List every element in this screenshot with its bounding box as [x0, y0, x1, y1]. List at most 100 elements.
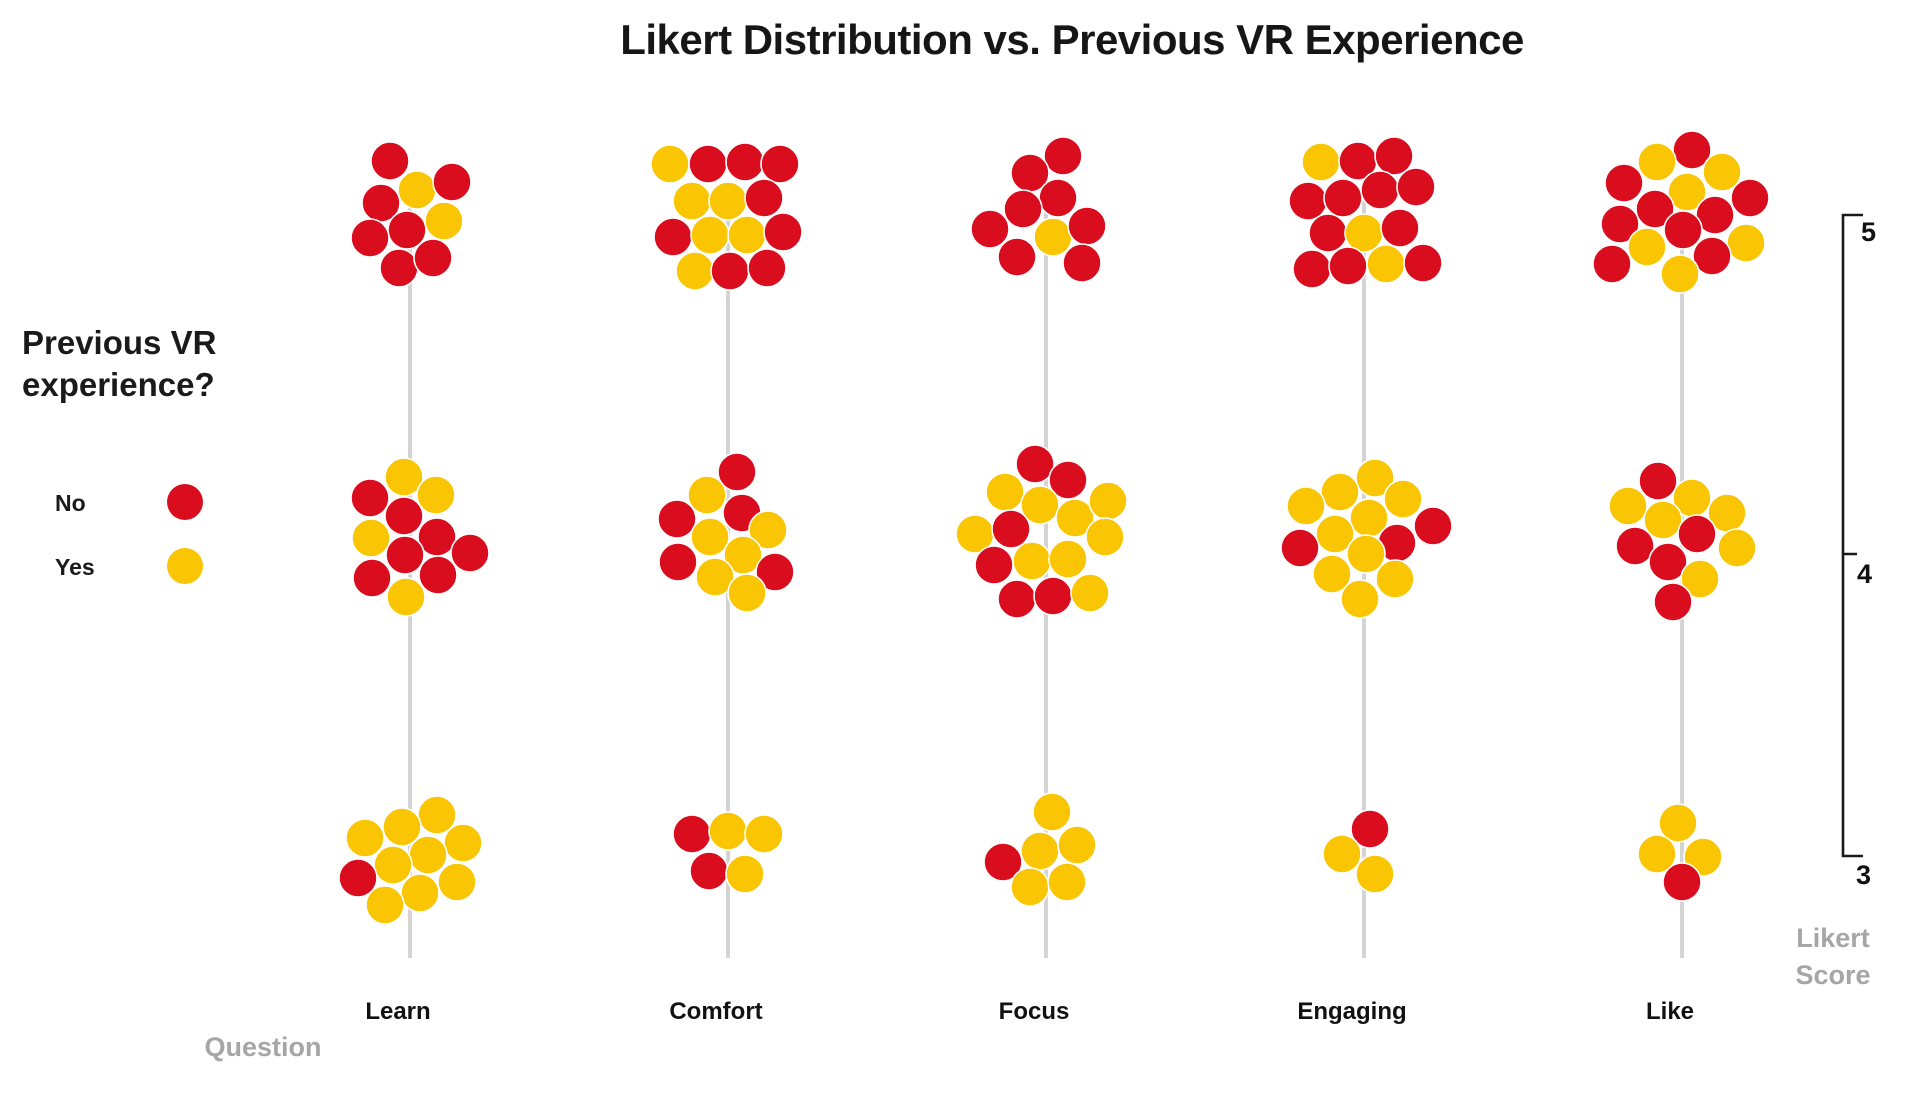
dot-yes	[1608, 486, 1648, 526]
dot-yes	[1627, 227, 1667, 267]
dot-yes	[985, 472, 1025, 512]
dot-no	[997, 579, 1037, 619]
y-axis-title-line1: Likert	[1796, 923, 1870, 953]
dot-yes	[1088, 481, 1128, 521]
dot-no	[991, 509, 1031, 549]
dot-yes	[1322, 834, 1362, 874]
dot-yes	[351, 518, 391, 558]
legend-item-label: Yes	[55, 554, 95, 580]
dot-no	[658, 542, 698, 582]
dot-no	[1635, 189, 1675, 229]
dot-no	[1648, 542, 1688, 582]
dot-yes	[1658, 803, 1698, 843]
dot-yes	[1070, 573, 1110, 613]
dot-no	[1730, 178, 1770, 218]
dot-yes	[1680, 559, 1720, 599]
y-tick-label-4: 4	[1857, 559, 1872, 589]
dot-yes	[1286, 486, 1326, 526]
dot-yes	[1301, 142, 1341, 182]
dot-yes	[1340, 579, 1380, 619]
dot-no	[1308, 213, 1348, 253]
dot-no	[1604, 163, 1644, 203]
dot-yes	[727, 215, 767, 255]
dot-no	[974, 545, 1014, 585]
dot-yes	[1643, 500, 1683, 540]
dot-no	[1638, 461, 1678, 501]
legend-swatch-no-dot	[167, 484, 203, 520]
dot-yes	[416, 475, 456, 515]
dot-no	[338, 858, 378, 898]
dot-no	[970, 209, 1010, 249]
dot-yes	[373, 845, 413, 885]
dot-no	[1662, 862, 1702, 902]
dot-yes	[382, 807, 422, 847]
legend-heading-line1: Previous VR	[22, 324, 217, 361]
dot-no	[710, 251, 750, 291]
dot-no	[997, 237, 1037, 277]
dot-yes	[1637, 142, 1677, 182]
page-title: Likert Distribution vs. Previous VR Expe…	[620, 16, 1524, 63]
dot-yes	[1055, 498, 1095, 538]
dot-yes	[1085, 517, 1125, 557]
dot-no	[1033, 576, 1073, 616]
dot-no	[1062, 243, 1102, 283]
dot-no	[1692, 236, 1732, 276]
dot-no	[1048, 460, 1088, 500]
dot-yes	[1020, 831, 1060, 871]
legend-item-yes: Yes	[55, 546, 235, 586]
dot-yes	[384, 457, 424, 497]
dot-no	[379, 248, 419, 288]
dot-no	[350, 218, 390, 258]
question-label-focus: Focus	[998, 998, 1070, 1025]
dot-yes	[1315, 514, 1355, 554]
dot-no	[1380, 208, 1420, 248]
dot-yes	[1637, 834, 1677, 874]
dot-no	[1323, 178, 1363, 218]
dot-no	[653, 217, 693, 257]
dot-yes	[708, 181, 748, 221]
dot-yes	[1012, 541, 1052, 581]
dot-yes	[1383, 479, 1423, 519]
question-label-like: Like	[1645, 998, 1695, 1025]
dot-no	[384, 496, 424, 536]
dot-no	[1592, 244, 1632, 284]
dot-yes	[400, 873, 440, 913]
legend-item-no: No	[55, 482, 235, 522]
dot-yes	[687, 475, 727, 515]
question-label-engaging: Engaging	[1297, 998, 1407, 1025]
dot-no	[672, 814, 712, 854]
dot-no	[1672, 130, 1712, 170]
dot-yes	[1702, 152, 1742, 192]
dot-no	[1043, 136, 1083, 176]
dot-no	[1413, 506, 1453, 546]
dot-yes	[1355, 458, 1395, 498]
dot-no	[370, 141, 410, 181]
legend-heading: Previous VR experience?	[22, 322, 216, 406]
dot-yes	[1320, 472, 1360, 512]
dot-no	[1403, 243, 1443, 283]
likert-axis-bracket	[1841, 213, 1863, 858]
dot-no	[1663, 210, 1703, 250]
dot-yes	[695, 557, 735, 597]
dot-yes	[690, 215, 730, 255]
dot-no	[1600, 204, 1640, 244]
dot-yes	[1033, 217, 1073, 257]
dot-yes	[386, 577, 426, 617]
dot-yes	[417, 795, 457, 835]
dot-yes	[1048, 539, 1088, 579]
dot-yes	[1726, 223, 1766, 263]
dot-no	[1374, 136, 1414, 176]
dot-yes	[1047, 862, 1087, 902]
dot-no	[744, 178, 784, 218]
question-label-comfort: Comfort	[669, 998, 763, 1025]
y-tick-label-3: 3	[1856, 860, 1871, 890]
dot-no	[1015, 444, 1055, 484]
dot-no	[350, 478, 390, 518]
dot-yes	[1366, 244, 1406, 284]
dot-no	[688, 144, 728, 184]
dot-yes	[672, 181, 712, 221]
dot-yes	[424, 201, 464, 241]
